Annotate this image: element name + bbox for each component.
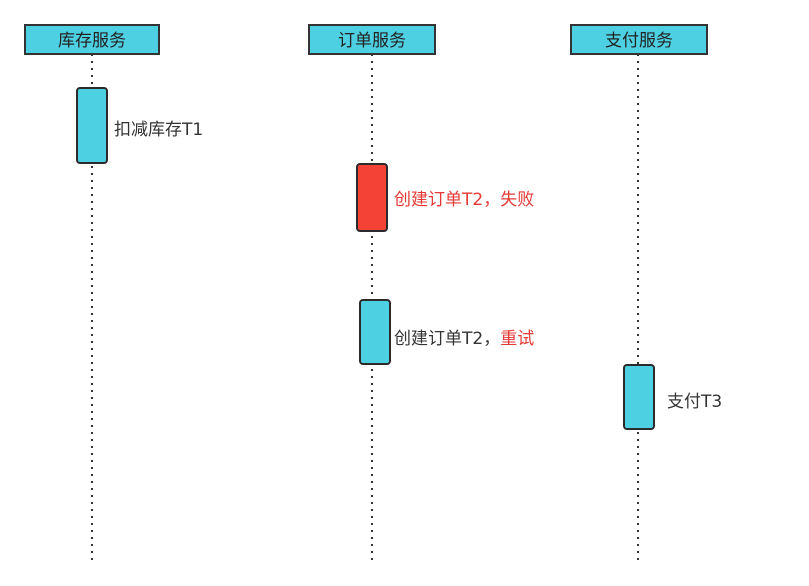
activation-bar-payment[interactable] <box>623 364 655 430</box>
activation-bar-deduct-inventory[interactable] <box>76 87 108 164</box>
step-create-order-retry: 创建订单T2，重试 <box>359 299 534 365</box>
lifeline-order: 订单服务 <box>308 24 436 562</box>
step-label-payment: 支付T3 <box>667 392 722 412</box>
lifeline-order-label: 订单服务 <box>338 31 406 51</box>
step-label-part: 创建订单T2，失败 <box>394 190 534 210</box>
step-label-part-retry: 重试 <box>500 329 534 349</box>
lifeline-payment-header[interactable] <box>570 24 708 55</box>
lifeline-inventory-label: 库存服务 <box>58 31 126 51</box>
step-label-part: 创建订单T2， <box>394 329 500 349</box>
step-label-deduct-inventory: 扣减库存T1 <box>114 120 203 140</box>
lifeline-payment-label: 支付服务 <box>605 31 673 51</box>
step-label-create-order-failed: 创建订单T2，失败 <box>394 190 534 210</box>
lifeline-order-header[interactable] <box>308 24 436 55</box>
lifeline-inventory-header[interactable] <box>24 24 160 55</box>
activation-bar-create-order-failed[interactable] <box>356 163 388 232</box>
lifeline-inventory: 库存服务 <box>24 24 160 562</box>
activation-bar-create-order-retry[interactable] <box>359 299 391 365</box>
step-create-order-failed: 创建订单T2，失败 <box>356 163 534 232</box>
lifeline-payment: 支付服务 <box>570 24 708 562</box>
step-label-part: 扣减库存T1 <box>114 120 203 140</box>
step-payment: 支付T3 <box>623 364 722 430</box>
step-label-part: 支付T3 <box>667 392 722 412</box>
step-label-create-order-retry: 创建订单T2，重试 <box>394 329 534 349</box>
step-deduct-inventory: 扣减库存T1 <box>76 87 203 164</box>
